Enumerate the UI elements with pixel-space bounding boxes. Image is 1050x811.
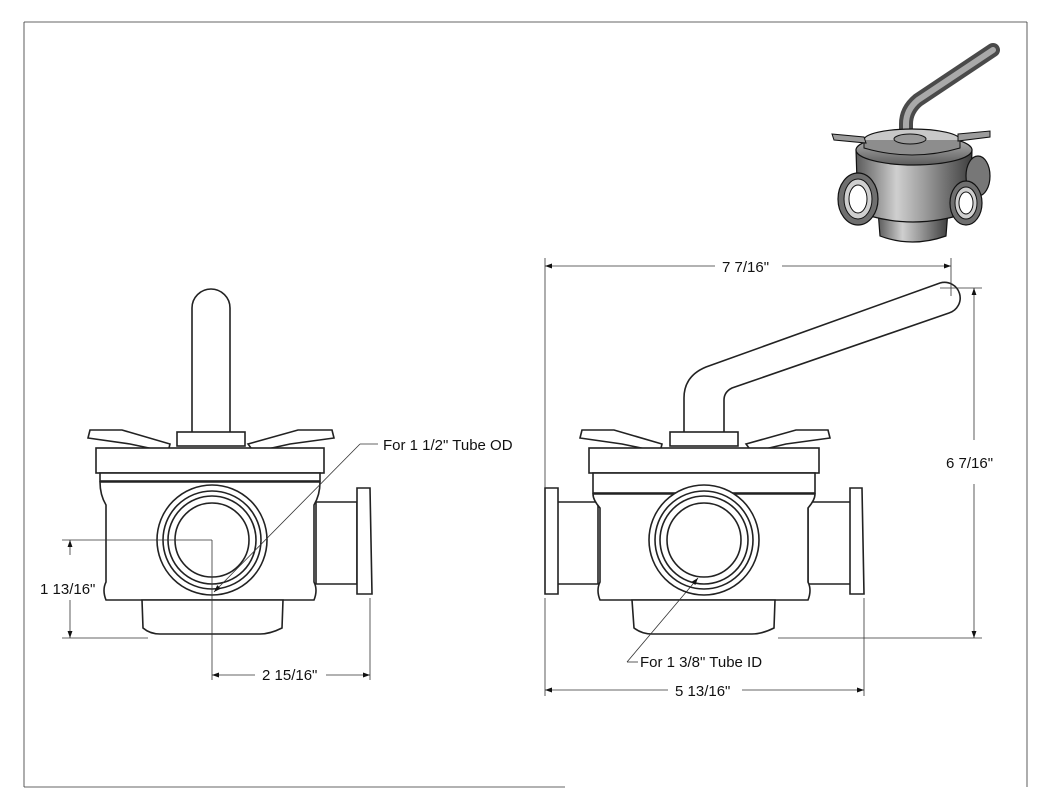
side-dimensions [544,258,982,696]
side-total-height-dimension: 6 7/16" [946,455,993,472]
front-height-dimension: 1 13/16" [40,581,95,598]
isometric-view [831,43,1000,243]
side-total-width-dimension: 7 7/16" [722,259,769,276]
front-view [87,288,373,635]
side-body-width-dimension: 5 13/16" [675,683,730,700]
front-width-dimension: 2 15/16" [262,667,317,684]
side-view [544,281,961,635]
tube-id-callout: For 1 3/8" Tube ID [640,654,762,671]
front-dimensions [62,443,378,680]
tube-od-callout: For 1 1/2" Tube OD [383,437,513,454]
sheet-border [23,21,1028,788]
